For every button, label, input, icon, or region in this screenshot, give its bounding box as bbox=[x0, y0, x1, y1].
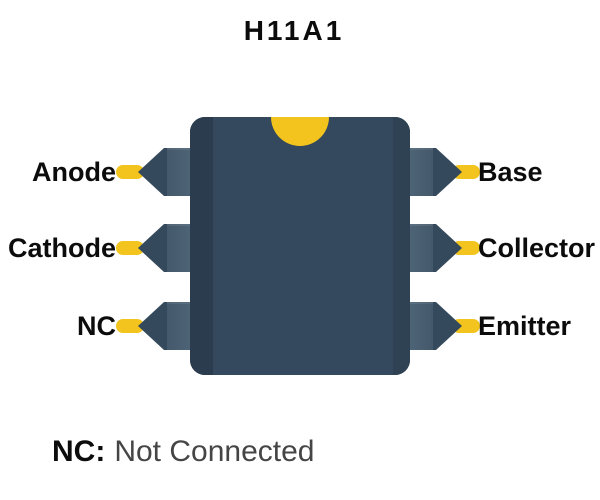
pin-base bbox=[410, 148, 480, 196]
pin-tip-anode bbox=[116, 165, 144, 179]
pin-tip-cathode bbox=[116, 241, 144, 255]
pin-label-cathode: Cathode bbox=[8, 233, 116, 263]
pin-tip-nc bbox=[116, 319, 144, 333]
pin-label-anode: Anode bbox=[32, 157, 116, 187]
body-right-shade bbox=[393, 117, 410, 375]
footnote: NC:Not Connected bbox=[52, 432, 314, 472]
pin-tip-emitter bbox=[452, 319, 480, 333]
pin-shoulder-anode bbox=[167, 148, 190, 196]
pin-tip-collector bbox=[452, 241, 480, 255]
pin-anode bbox=[116, 148, 190, 196]
pin1-notch-icon bbox=[271, 117, 329, 146]
pin-shoulder-base bbox=[410, 148, 433, 196]
pin-cathode bbox=[116, 224, 190, 272]
footnote-term: NC: bbox=[52, 435, 106, 468]
pin-shoulder-nc bbox=[167, 302, 190, 350]
footnote-definition: Not Connected bbox=[114, 435, 315, 468]
pin-nc bbox=[116, 302, 190, 350]
pin-shoulder-cathode bbox=[167, 224, 190, 272]
pin-label-base: Base bbox=[478, 157, 543, 187]
pin-emitter bbox=[410, 302, 480, 350]
pin-shoulder-emitter bbox=[410, 302, 433, 350]
chip-title: H11A1 bbox=[243, 15, 345, 46]
pin-label-emitter: Emitter bbox=[478, 311, 572, 341]
body-left-shade bbox=[190, 117, 213, 375]
pin-label-collector: Collector bbox=[478, 233, 596, 263]
pin-tip-base bbox=[452, 165, 480, 179]
pin-shoulder-collector bbox=[410, 224, 433, 272]
pin-collector bbox=[410, 224, 480, 272]
pin-label-nc: NC bbox=[77, 311, 116, 341]
chip-body bbox=[190, 117, 410, 375]
